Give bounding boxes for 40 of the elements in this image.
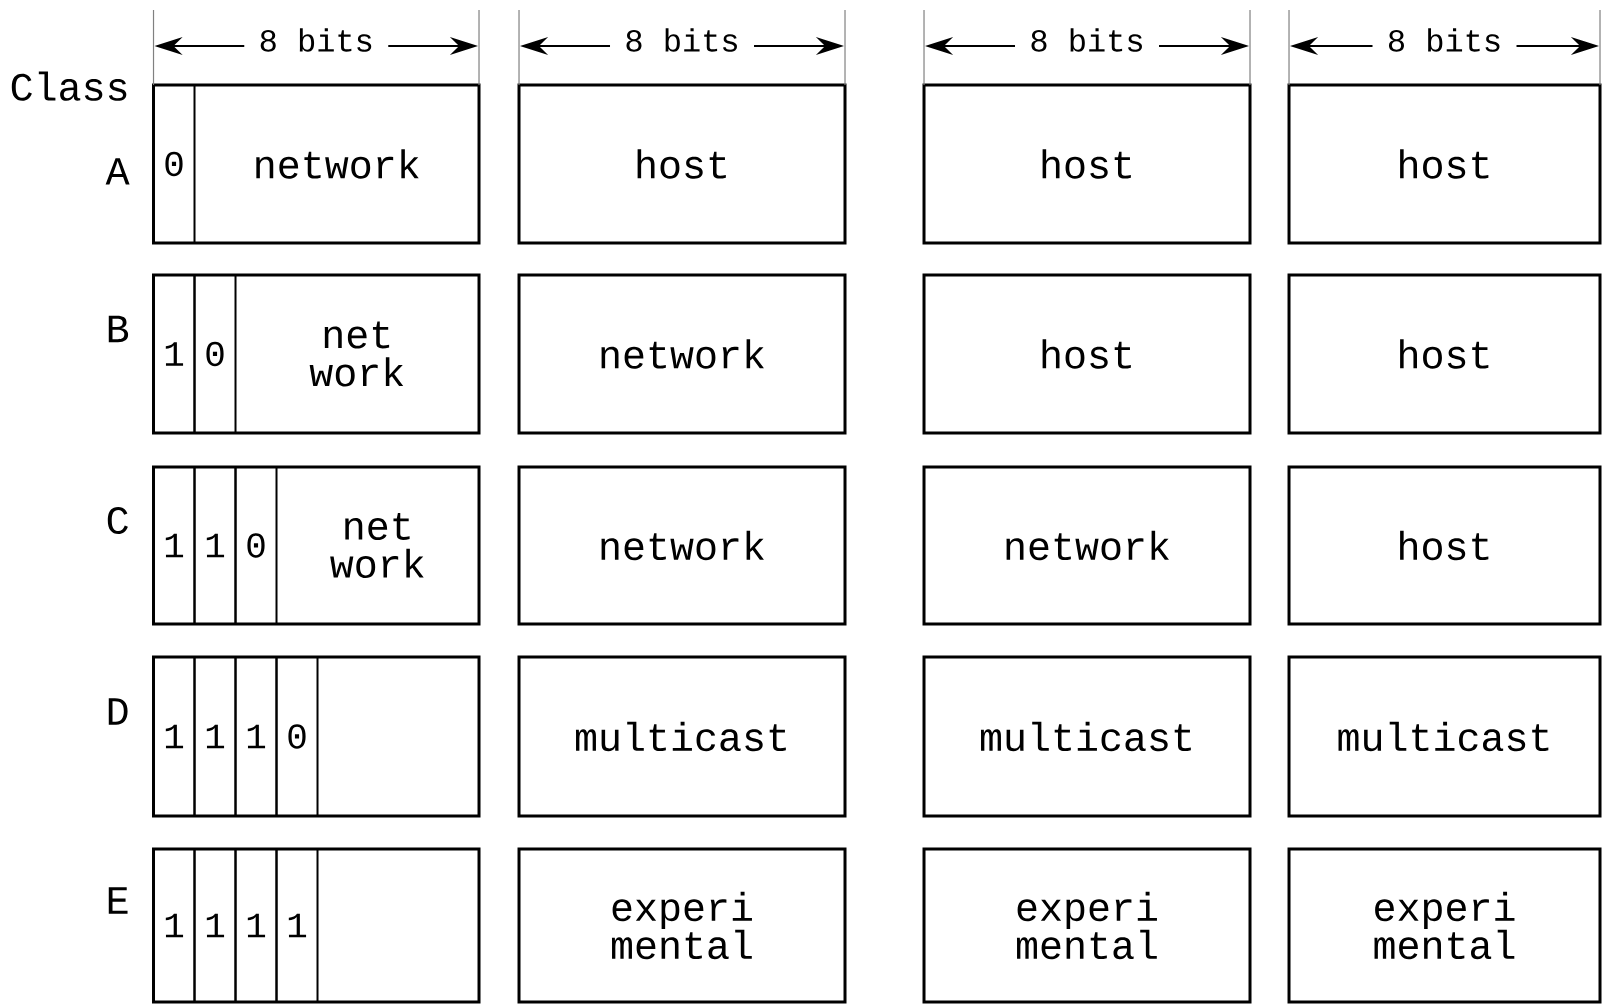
bit-cell: 1 — [275, 848, 319, 1003]
field-box: network — [517, 273, 847, 435]
field-box: host — [1287, 465, 1602, 626]
field-box: experi mental — [922, 847, 1252, 1004]
dimension-label: 8 bits — [1031, 28, 1142, 52]
dimension-label: 8 bits — [1389, 28, 1500, 52]
field-box: multicast — [517, 655, 847, 818]
field-box — [152, 655, 481, 818]
field-box: multicast — [922, 655, 1252, 818]
field-box: host — [922, 273, 1252, 435]
bit-cell: 1 — [152, 466, 196, 625]
field-box: experi mental — [1287, 847, 1602, 1004]
bit-cell: 0 — [193, 274, 237, 434]
bit-cell: 1 — [234, 848, 278, 1003]
bit-cell: 1 — [193, 848, 237, 1003]
field-box: host — [1287, 83, 1602, 245]
bit-cell: 1 — [152, 848, 196, 1003]
bit-cell: 0 — [275, 656, 319, 817]
bit-cell: 1 — [152, 656, 196, 817]
field-box: host — [1287, 273, 1602, 435]
field-box: experi mental — [517, 847, 847, 1004]
bit-cell: 1 — [234, 656, 278, 817]
bit-cell: 1 — [193, 656, 237, 817]
class-label: B — [108, 315, 129, 343]
dimension-label: 8 bits — [626, 28, 737, 52]
class-label: C — [107, 506, 128, 535]
class-label: Class A — [11, 71, 130, 185]
field-box — [152, 847, 481, 1004]
dimension-label: 8 bits — [260, 28, 372, 52]
bit-cell: 1 — [152, 274, 196, 434]
bit-cell: 0 — [234, 466, 278, 625]
field-box: network — [517, 465, 847, 626]
field-box: host — [517, 83, 847, 245]
field-box: host — [922, 83, 1252, 245]
field-box: multicast — [1287, 655, 1602, 818]
bit-cell: 0 — [152, 84, 196, 244]
bit-cell: 1 — [193, 466, 237, 625]
class-label: D — [108, 698, 128, 725]
class-label: E — [108, 887, 128, 914]
field-box: network — [922, 465, 1252, 626]
